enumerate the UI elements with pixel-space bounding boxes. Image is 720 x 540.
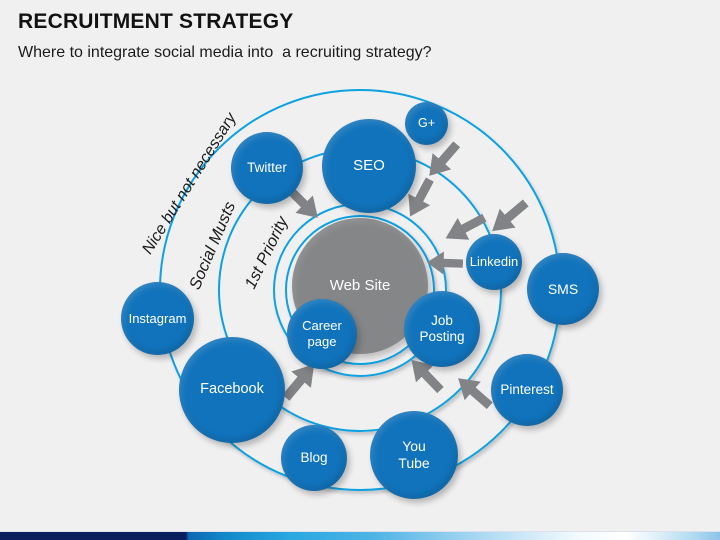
node-facebook-label: Facebook: [200, 381, 264, 398]
node-pinterest-label: Pinterest: [500, 381, 554, 397]
node-youtube: You Tube: [370, 411, 458, 499]
node-blog: Blog: [281, 425, 347, 491]
page-title: RECRUITMENT STRATEGY: [18, 10, 294, 33]
node-instagram-label: Instagram: [128, 310, 187, 326]
node-instagram: Instagram: [121, 282, 194, 355]
node-career-page: Career page: [287, 299, 357, 369]
node-twitter-label: Twitter: [247, 159, 287, 175]
node-linkedin: Linkedin: [466, 234, 522, 290]
node-linkedin-label: Linkedin: [469, 254, 519, 270]
node-sms: SMS: [527, 253, 599, 325]
node-blog-label: Blog: [300, 449, 328, 465]
node-twitter: Twitter: [231, 132, 303, 204]
node-website-label: Web Site: [329, 277, 391, 294]
slide-subtitle: Where to integrate social media into a r…: [18, 44, 432, 61]
ring-core: [285, 215, 435, 365]
node-job-posting-label: Job Posting: [419, 312, 465, 344]
node-facebook: Facebook: [179, 337, 285, 443]
node-gplus: G+: [405, 102, 448, 145]
node-gplus-label: G+: [417, 116, 436, 130]
bottom-accent-bar: [0, 531, 720, 540]
node-pinterest: Pinterest: [491, 354, 563, 426]
node-seo-label: SEO: [353, 157, 385, 174]
node-job-posting: Job Posting: [404, 291, 480, 367]
node-sms-label: SMS: [547, 280, 579, 297]
node-seo: SEO: [322, 119, 416, 213]
node-youtube-label: You Tube: [398, 438, 430, 471]
node-career-page-label: Career page: [302, 318, 342, 349]
